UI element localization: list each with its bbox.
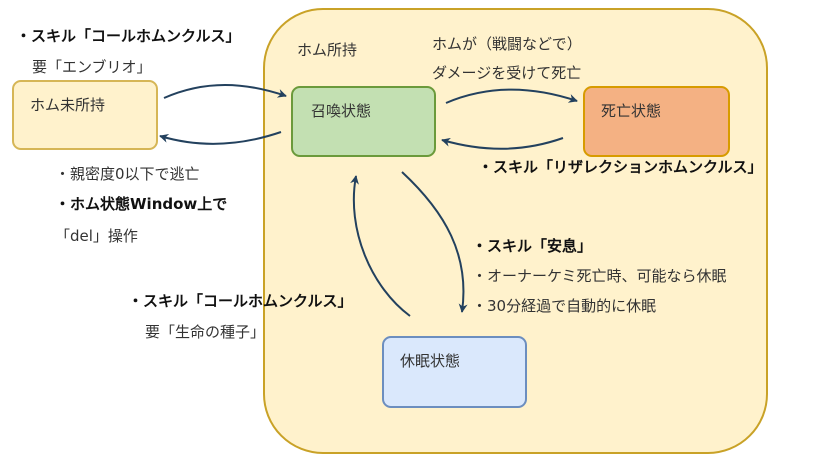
note-escape-del: 「del」操作	[55, 227, 138, 245]
arrow-sleep-to-summon	[350, 175, 411, 317]
state-dead-label: 死亡状態	[601, 102, 662, 120]
note-escape-intimacy: ・親密度0以下で逃亡	[55, 165, 200, 183]
note-escape-window: ・ホム状態Window上で	[55, 195, 228, 213]
note-battle-1: ホムが（戦闘などで）	[432, 35, 582, 53]
note-call-skill-seed: ・スキル「コールホムンクルス」	[128, 292, 353, 310]
arrow-summon-to-sleep	[401, 171, 468, 313]
note-rest-skill: ・スキル「安息」	[472, 237, 593, 255]
arrow-summon-to-dead	[445, 88, 578, 104]
state-dead: 死亡状態	[583, 86, 730, 157]
note-resurrection-skill: ・スキル「リザレクションホムンクルス」	[478, 158, 763, 176]
note-battle-2: ダメージを受けて死亡	[432, 64, 582, 82]
note-rest-owner-death: ・オーナーケミ死亡時、可能なら休眠	[472, 267, 727, 285]
arrow-dead-to-summon	[441, 137, 564, 150]
arrow-none-to-summon	[163, 84, 287, 99]
note-seed-requirement: 要「生命の種子」	[145, 323, 266, 341]
state-summoned-label: 召喚状態	[311, 102, 372, 120]
container-label: ホム所持	[297, 41, 358, 59]
note-call-skill-embryo: ・スキル「コールホムンクルス」	[16, 27, 241, 45]
state-sleep-label: 休眠状態	[400, 352, 461, 370]
state-summoned: 召喚状態	[291, 86, 436, 157]
arrow-summon-to-none	[159, 131, 282, 145]
note-embryo-requirement: 要「エンブリオ」	[32, 58, 152, 76]
state-no-homunculus-label: ホム未所持	[30, 96, 106, 114]
note-rest-30min: ・30分経過で自動的に休眠	[472, 297, 657, 315]
state-sleep: 休眠状態	[382, 336, 527, 408]
state-no-homunculus: ホム未所持	[12, 80, 158, 150]
